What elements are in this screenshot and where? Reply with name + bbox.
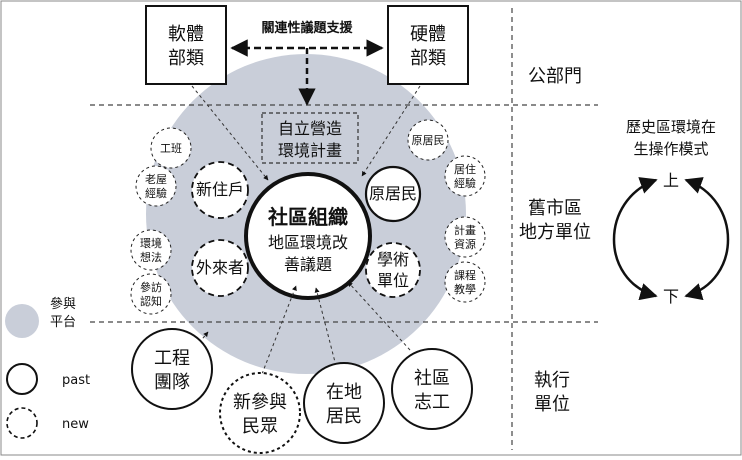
- software-box-line1: 軟體: [168, 24, 204, 45]
- node-outsider: [191, 239, 249, 297]
- small-visit-l2: 認知: [140, 294, 162, 308]
- small-old-house-l1: 老屋: [145, 173, 167, 186]
- exec-new-public: [219, 372, 301, 454]
- small-old-house: [135, 165, 177, 207]
- small-visit: [130, 273, 172, 315]
- small-worker: [150, 127, 192, 169]
- zone-public-label: 公部門: [528, 66, 582, 87]
- node-academic-label2: 單位: [377, 271, 409, 290]
- model-down-label: 下: [663, 287, 679, 306]
- legend-new-label: new: [62, 417, 89, 432]
- legend-past-swatch: [6, 363, 38, 395]
- exec-eng-team: [131, 328, 213, 410]
- zone-local-label-1: 舊市區: [528, 198, 582, 219]
- small-visit-l1: 參訪: [140, 280, 162, 294]
- small-living-l1: 居住: [454, 162, 476, 176]
- exec-local-res-l1: 在地: [326, 382, 362, 403]
- software-box-line2: 部類: [168, 48, 204, 69]
- small-course-l1: 課程: [454, 268, 476, 282]
- exec-local-res: [303, 362, 385, 444]
- self-plan-line1: 自立營造: [278, 119, 342, 138]
- model-up-label: 上: [663, 171, 679, 190]
- small-plan-res-l1: 計畫: [454, 223, 476, 237]
- exec-local-res-l2: 居民: [326, 406, 362, 427]
- self-plan-box: [261, 112, 359, 164]
- legend-platform-swatch: [5, 304, 39, 338]
- small-course: [444, 261, 486, 303]
- software-box: [145, 5, 227, 85]
- hardware-box: [387, 5, 469, 85]
- small-worker-label: 工班: [160, 142, 182, 155]
- zone-local-label-2: 地方單位: [519, 222, 591, 243]
- zone-exec-label-1: 執行: [534, 370, 570, 391]
- core-title: 社區組織: [267, 205, 348, 229]
- core-community-org: [244, 172, 372, 300]
- model-cycle-right-arrow: [684, 177, 730, 301]
- node-academic: [365, 242, 421, 298]
- small-env-idea-l1: 環境: [140, 236, 162, 250]
- core-sub-line1: 地區環境改: [268, 233, 348, 252]
- node-academic-label1: 學術: [377, 250, 409, 269]
- model-cycle-left-arrow: [612, 177, 658, 301]
- node-original-resident-label: 原居民: [369, 184, 417, 203]
- self-plan-line2: 環境計畫: [278, 141, 342, 160]
- node-original-resident: [364, 165, 422, 223]
- hardware-box-line1: 硬體: [410, 24, 446, 45]
- exec-eng-team-l1: 工程: [154, 348, 190, 369]
- small-orig-resident: [407, 119, 449, 161]
- arrow-local-res: [314, 287, 337, 367]
- arrow-new-public: [261, 285, 297, 375]
- model-title-l1: 歷史區環境在: [626, 118, 716, 136]
- core-sub-line2: 善議題: [284, 255, 332, 274]
- small-plan-res: [444, 216, 486, 258]
- exec-new-public-l1: 新參與: [233, 392, 287, 413]
- small-course-l2: 教學: [454, 283, 476, 296]
- small-living: [444, 155, 486, 197]
- small-old-house-l2: 經驗: [145, 186, 167, 200]
- legend-past-label: past: [62, 373, 90, 388]
- exec-new-public-l2: 民眾: [242, 416, 278, 437]
- arrow-software-core: [191, 85, 269, 181]
- exec-volunteer: [391, 348, 473, 430]
- legend-new-swatch: [6, 407, 38, 439]
- small-orig-resident-label: 原居民: [412, 134, 445, 147]
- zone-exec-label-2: 單位: [534, 394, 570, 415]
- small-env-idea-l2: 想法: [140, 250, 162, 264]
- node-new-resident: [191, 161, 249, 219]
- node-new-resident-label: 新住戶: [196, 180, 244, 199]
- small-plan-res-l2: 資源: [454, 237, 476, 251]
- exec-eng-team-l2: 團隊: [154, 372, 190, 393]
- small-env-idea: [130, 229, 172, 271]
- exec-volunteer-l1: 社區: [414, 368, 450, 389]
- small-living-l2: 經驗: [454, 176, 476, 190]
- legend-platform-l1: 參與: [50, 297, 76, 312]
- hardware-box-line2: 部類: [410, 48, 446, 69]
- support-label: 關連性議題支援: [261, 20, 353, 36]
- node-outsider-label: 外來者: [196, 258, 244, 277]
- model-title-l2: 生操作模式: [633, 140, 708, 158]
- exec-volunteer-l2: 志工: [414, 392, 450, 413]
- legend-platform-l2: 平台: [50, 315, 76, 330]
